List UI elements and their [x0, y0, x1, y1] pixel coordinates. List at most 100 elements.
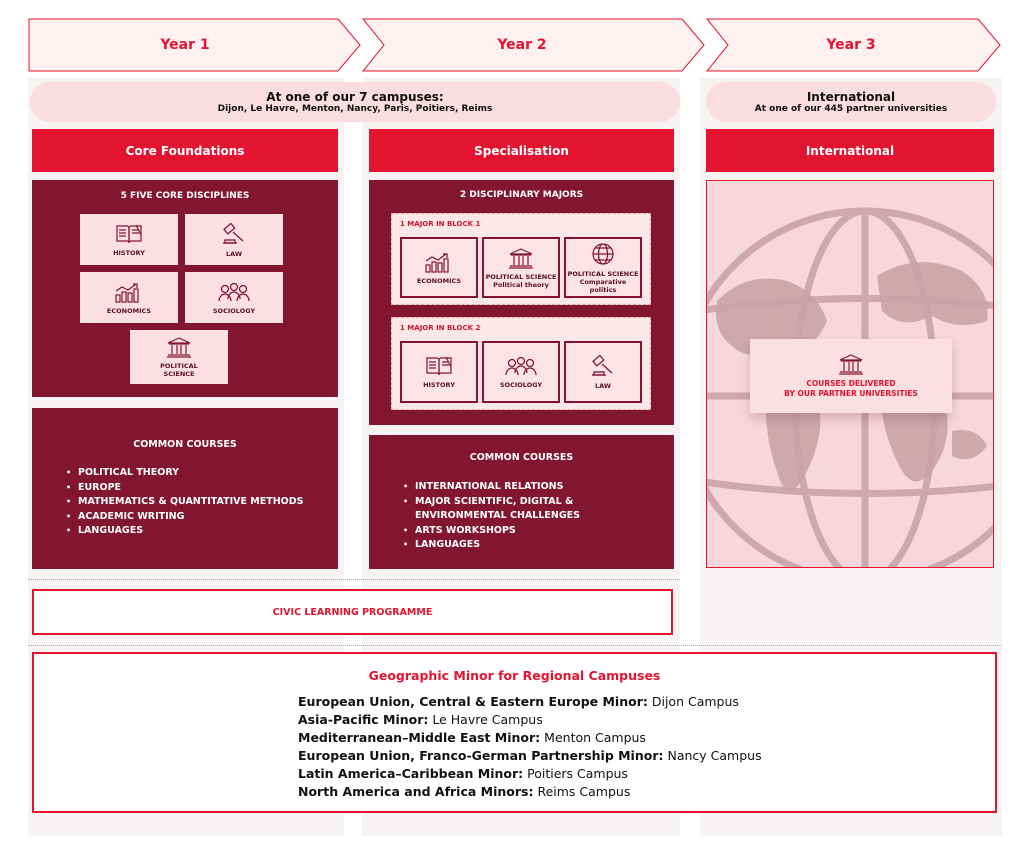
people-icon [505, 356, 537, 376]
globe-icon [592, 242, 614, 265]
major-label: ECONOMICS [416, 276, 462, 285]
minor-row: Asia-Pacific Minor: Le Havre Campus [298, 711, 762, 729]
minor-campus: Poitiers Campus [527, 766, 628, 781]
institution-icon [167, 337, 191, 358]
major-sub: Political theory [493, 280, 549, 289]
partner-card-line1: COURSES DELIVERED [806, 379, 896, 388]
discipline-economics: ECONOMICS [80, 272, 178, 323]
course-item: EUROPE [66, 481, 303, 496]
core-foundations-header: Core Foundations [32, 129, 338, 172]
minor-campus: Reims Campus [537, 784, 631, 799]
year2-courses-list: INTERNATIONAL RELATIONS MAJOR SCIENTIFIC… [369, 480, 580, 553]
discipline-label: ECONOMICS [106, 306, 152, 315]
major-sub: Comparative politics [579, 277, 627, 294]
year2-common-courses-panel: COMMON COURSES INTERNATIONAL RELATIONS M… [369, 435, 674, 569]
chart-icon [115, 282, 139, 303]
separator-bottom [28, 645, 1002, 646]
discipline-sociology: SOCIOLOGY [185, 272, 283, 323]
gavel-icon [592, 354, 613, 376]
disciplinary-majors-panel: 2 DISCIPLINARY MAJORS 1 MAJOR IN BLOCK 1… [369, 180, 674, 425]
minor-name: Asia-Pacific Minor: [298, 712, 429, 727]
year1-common-courses-panel: COMMON COURSES POLITICAL THEORY EUROPE M… [32, 408, 338, 569]
minor-row: Mediterranean–Middle East Minor: Menton … [298, 729, 762, 747]
gavel-icon [223, 222, 244, 244]
campuses-pill: At one of our 7 campuses: Dijon, Le Havr… [30, 82, 680, 122]
major-political-theory: POLITICAL SCIENCE Political theory [482, 237, 560, 298]
major-block-2: 1 MAJOR IN BLOCK 2 HISTORY SOCIOLOGY LAW [391, 317, 651, 410]
year3-arrow: Year 3 [706, 18, 1002, 72]
year1-courses-title: COMMON COURSES [133, 439, 237, 450]
geographic-minor-box: Geographic Minor for Regional Campuses E… [32, 652, 997, 813]
minor-name: European Union, Central & Eastern Europe… [298, 694, 648, 709]
minor-campus: Nancy Campus [667, 748, 762, 763]
major-label: POLITICAL SCIENCE [567, 269, 639, 278]
discipline-label: LAW [225, 249, 243, 258]
civic-learning-label: CIVIC LEARNING PROGRAMME [272, 606, 433, 618]
year1-courses-list: POLITICAL THEORY EUROPE MATHEMATICS & QU… [32, 466, 304, 539]
core-disciplines-title: 5 FIVE CORE DISCIPLINES [120, 191, 250, 201]
specialisation-header: Specialisation [369, 129, 674, 172]
chart-icon [425, 252, 449, 273]
discipline-political-science: POLITICAL SCIENCE [130, 330, 228, 384]
major-comparative-politics: POLITICAL SCIENCE Comparative politics [564, 237, 642, 298]
partner-card-line2: BY OUR PARTNER UNIVERSITIES [784, 389, 918, 398]
course-item: ARTS WORKSHOPS [403, 524, 580, 539]
minor-name: North America and Africa Minors: [298, 784, 534, 799]
course-item: MAJOR SCIENTIFIC, DIGITAL & [403, 495, 580, 510]
minor-row: European Union, Franco-German Partnershi… [298, 747, 762, 765]
discipline-law: LAW [185, 214, 283, 265]
year3-label: Year 3 [826, 37, 876, 53]
institution-icon [509, 247, 533, 269]
year2-courses-title: COMMON COURSES [469, 452, 574, 463]
international-pill: International At one of our 445 partner … [706, 82, 996, 122]
institution-icon [839, 354, 863, 375]
major-label: HISTORY [423, 381, 455, 389]
minor-row: European Union, Central & Eastern Europe… [298, 693, 762, 711]
international-subtitle: At one of our 445 partner universities [754, 104, 948, 114]
campuses-list: Dijon, Le Havre, Menton, Nancy, Paris, P… [217, 104, 493, 114]
major-block-1: 1 MAJOR IN BLOCK 1 ECONOMICS POLITICAL S… [391, 213, 651, 305]
campuses-title: At one of our 7 campuses: [266, 90, 444, 104]
major-history: HISTORY [400, 341, 478, 403]
course-item: ACADEMIC WRITING [66, 510, 303, 525]
major-label: POLITICAL SCIENCE [485, 272, 557, 281]
major-sociology: SOCIOLOGY [482, 341, 560, 403]
year1-label: Year 1 [160, 37, 210, 53]
course-item: MATHEMATICS & QUANTITATIVE METHODS [66, 495, 304, 510]
course-item: ENVIRONMENTAL CHALLENGES [415, 510, 580, 521]
international-header: International [706, 129, 994, 172]
course-item: LANGUAGES [403, 538, 580, 553]
minor-campus: Le Havre Campus [432, 712, 543, 727]
major-law: LAW [564, 341, 642, 403]
discipline-label: HISTORY [113, 248, 145, 257]
minor-row: Latin America–Caribbean Minor: Poitiers … [298, 765, 762, 783]
geographic-minor-list: European Union, Central & Eastern Europe… [298, 693, 762, 801]
minor-campus: Menton Campus [544, 730, 646, 745]
partner-universities-card: COURSES DELIVERED BY OUR PARTNER UNIVERS… [750, 339, 952, 413]
discipline-label: POLITICAL SCIENCE [160, 362, 198, 378]
year1-arrow: Year 1 [28, 18, 362, 72]
minor-campus: Dijon Campus [651, 694, 739, 709]
block2-title: 1 MAJOR IN BLOCK 2 [400, 324, 481, 332]
minor-row: North America and Africa Minors: Reims C… [298, 783, 762, 801]
international-title: International [806, 90, 896, 104]
course-item: INTERNATIONAL RELATIONS [403, 480, 580, 495]
minor-name: Mediterranean–Middle East Minor: [298, 730, 541, 745]
core-disciplines-panel: 5 FIVE CORE DISCIPLINES HISTORY LAW ECON… [32, 180, 338, 397]
geographic-minor-title: Geographic Minor for Regional Campuses [368, 668, 661, 683]
course-item: POLITICAL THEORY [66, 466, 303, 481]
course-item: LANGUAGES [66, 524, 303, 539]
majors-title: 2 DISCIPLINARY MAJORS [459, 190, 584, 200]
separator-top [28, 579, 680, 580]
discipline-label: SOCIOLOGY [212, 306, 256, 315]
major-economics: ECONOMICS [400, 237, 478, 298]
people-icon [218, 282, 250, 301]
year2-label: Year 2 [497, 37, 547, 53]
civic-learning-box: CIVIC LEARNING PROGRAMME [32, 589, 673, 635]
minor-name: Latin America–Caribbean Minor: [298, 766, 524, 781]
major-label: LAW [594, 382, 612, 390]
minor-name: European Union, Franco-German Partnershi… [298, 748, 664, 763]
book-icon [426, 356, 452, 376]
book-icon [116, 224, 142, 243]
year2-arrow: Year 2 [362, 18, 706, 72]
